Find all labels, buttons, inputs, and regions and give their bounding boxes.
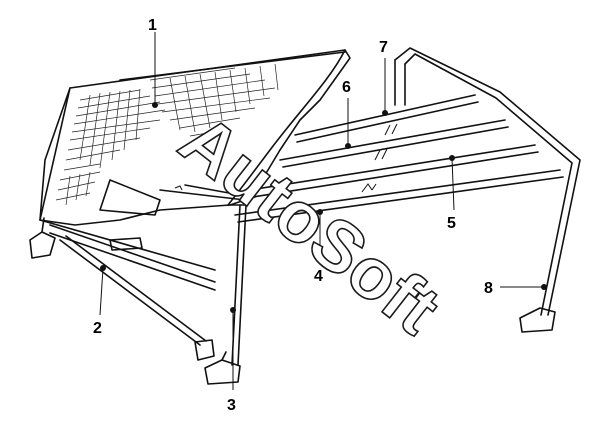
callout-7: 7 xyxy=(379,39,388,116)
canopy-cover xyxy=(39,49,351,271)
tension-bar xyxy=(59,235,215,361)
roof-rails xyxy=(234,94,564,223)
callout-2: 2 xyxy=(93,265,106,337)
callout-label-4: 4 xyxy=(314,268,323,285)
callout-label-2: 2 xyxy=(93,320,102,337)
rear-hoop xyxy=(394,47,581,333)
callout-5: 5 xyxy=(447,155,456,232)
callout-label-3: 3 xyxy=(227,397,236,414)
callout-label-7: 7 xyxy=(379,39,388,56)
callout-label-1: 1 xyxy=(148,17,157,34)
callout-4: 4 xyxy=(314,209,323,285)
callout-8: 8 xyxy=(484,280,547,297)
callout-3: 3 xyxy=(227,307,236,414)
callout-label-5: 5 xyxy=(447,215,456,232)
callout-6: 6 xyxy=(342,79,351,149)
callout-label-8: 8 xyxy=(484,280,493,297)
rear-left-bracket xyxy=(29,217,216,291)
callout-1: 1 xyxy=(148,17,158,108)
callout-label-6: 6 xyxy=(342,79,351,96)
